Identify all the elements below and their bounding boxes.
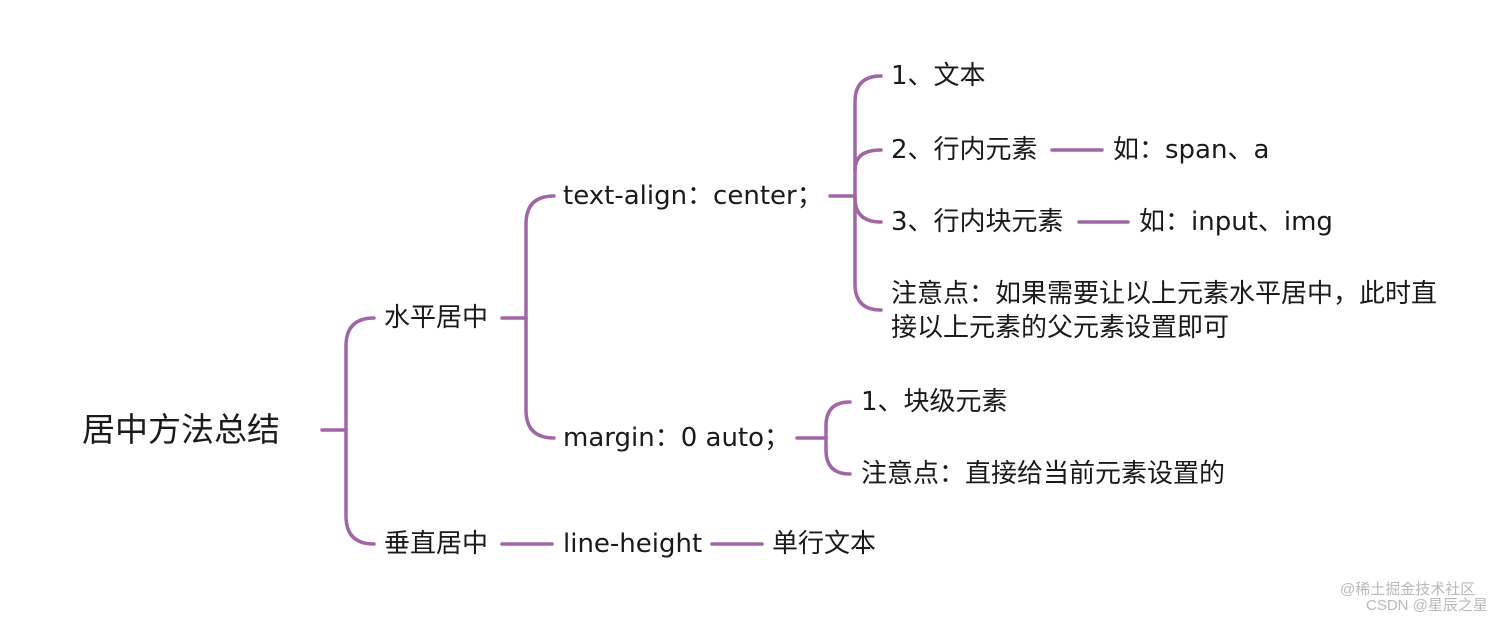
text-node: 1、文本 <box>891 61 986 91</box>
connector-textalign-item3 <box>853 196 883 224</box>
connector-textalign-item2 <box>853 148 883 172</box>
vertical-center-node: 垂直居中 <box>384 529 489 559</box>
csdn-watermark: CSDN @星辰之星 <box>1366 597 1488 614</box>
inline-example-node: 如：span、a <box>1113 135 1270 165</box>
connector-textalign-bracket <box>853 74 883 312</box>
single-line-text-node: 单行文本 <box>772 529 877 559</box>
inline-element-node: 2、行内元素 <box>891 135 1038 165</box>
margin-auto-node: margin：0 auto； <box>563 423 791 453</box>
inline-block-element-node: 3、行内块元素 <box>891 207 1064 237</box>
text-align-note-line1: 注意点：如果需要让以上元素水平居中，此时直 <box>891 279 1438 309</box>
margin-note-node: 注意点：直接给当前元素设置的 <box>861 459 1226 489</box>
text-align-node: text-align：center； <box>563 181 823 211</box>
juejin-watermark: @稀土掘金技术社区 <box>1340 581 1476 598</box>
text-align-note-node: 注意点：如果需要让以上元素水平居中，此时直 接以上元素的父元素设置即可 <box>891 277 1471 345</box>
root-node: 居中方法总结 <box>82 410 280 449</box>
inline-block-example-node: 如：input、img <box>1139 207 1333 237</box>
connector-horizontal-bracket <box>524 194 556 440</box>
text-align-note-line2: 接以上元素的父元素设置即可 <box>891 313 1230 343</box>
connector-root-bracket <box>344 316 376 546</box>
horizontal-center-node: 水平居中 <box>384 303 489 333</box>
block-element-node: 1、块级元素 <box>861 387 1008 417</box>
connector-margin-bracket <box>824 400 852 476</box>
line-height-node: line-height <box>563 529 703 559</box>
